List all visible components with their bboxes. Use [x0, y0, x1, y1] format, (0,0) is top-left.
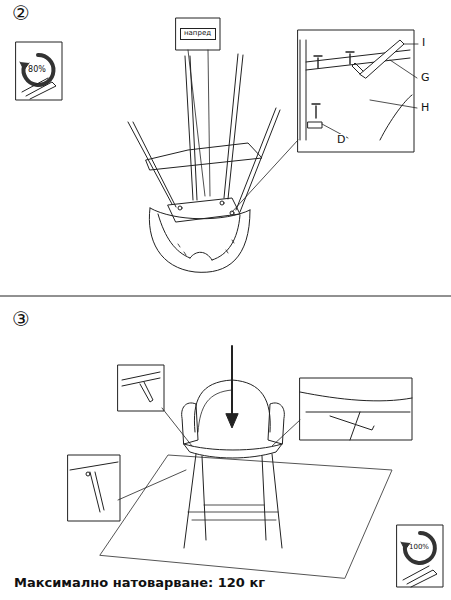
stool-upside-down	[128, 54, 280, 272]
torque-icon	[397, 525, 443, 587]
sticker-text: напред	[184, 30, 212, 38]
torque-icon	[16, 42, 62, 100]
part-letter: D	[336, 134, 346, 146]
step-number: ③	[12, 308, 30, 330]
direction-sticker: напред	[180, 28, 216, 40]
torque-value: 80%	[28, 66, 46, 75]
stool-upright	[182, 380, 285, 548]
zoom-detail	[298, 30, 418, 152]
part-letter: H	[420, 102, 430, 114]
part-letter: I	[421, 37, 426, 49]
torque-value: 100%	[409, 544, 429, 552]
part-letter: G	[420, 72, 431, 84]
step-number: ②	[12, 2, 30, 24]
max-load-note: Максимално натоварване: 120 кг	[14, 576, 265, 590]
